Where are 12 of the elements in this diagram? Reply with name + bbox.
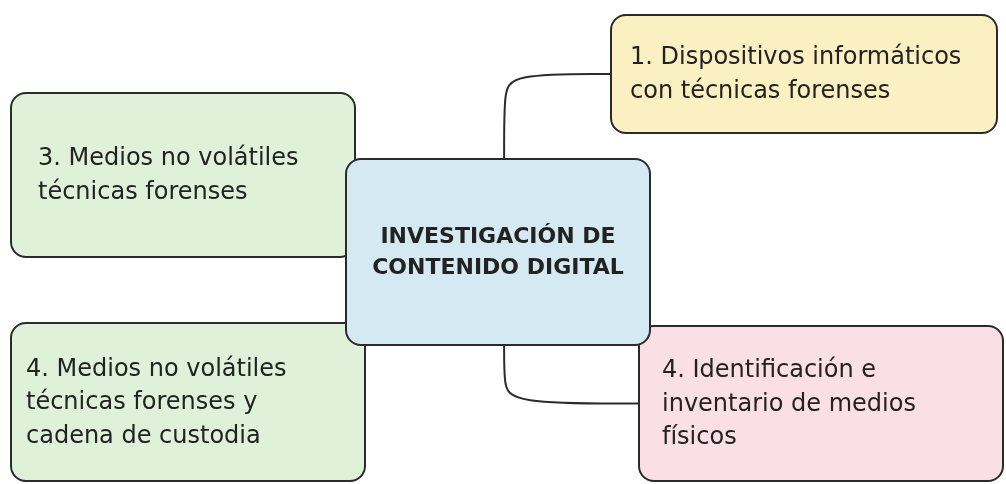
topic-text: 4. Identificación e inventario de medios físicos: [662, 354, 917, 453]
central-topic-title: INVESTIGACIÓN DE CONTENIDO DIGITAL: [371, 222, 625, 281]
topic-text: 4. Medios no volátiles técnicas forenses y cadena de custodia: [26, 352, 288, 451]
topic-box: [610, 14, 998, 134]
central-topic-box: [345, 158, 651, 346]
topic-box: [10, 92, 356, 258]
topic-text: 3. Medios no volátiles técnicas forenses: [38, 142, 300, 207]
topic-text: 1. Dispositivos informáticos con técnicas forenses: [630, 41, 963, 106]
topic-box: [10, 322, 366, 482]
connector-line: [503, 345, 639, 405]
connector-line: [503, 73, 611, 159]
topic-box: [638, 325, 1004, 482]
